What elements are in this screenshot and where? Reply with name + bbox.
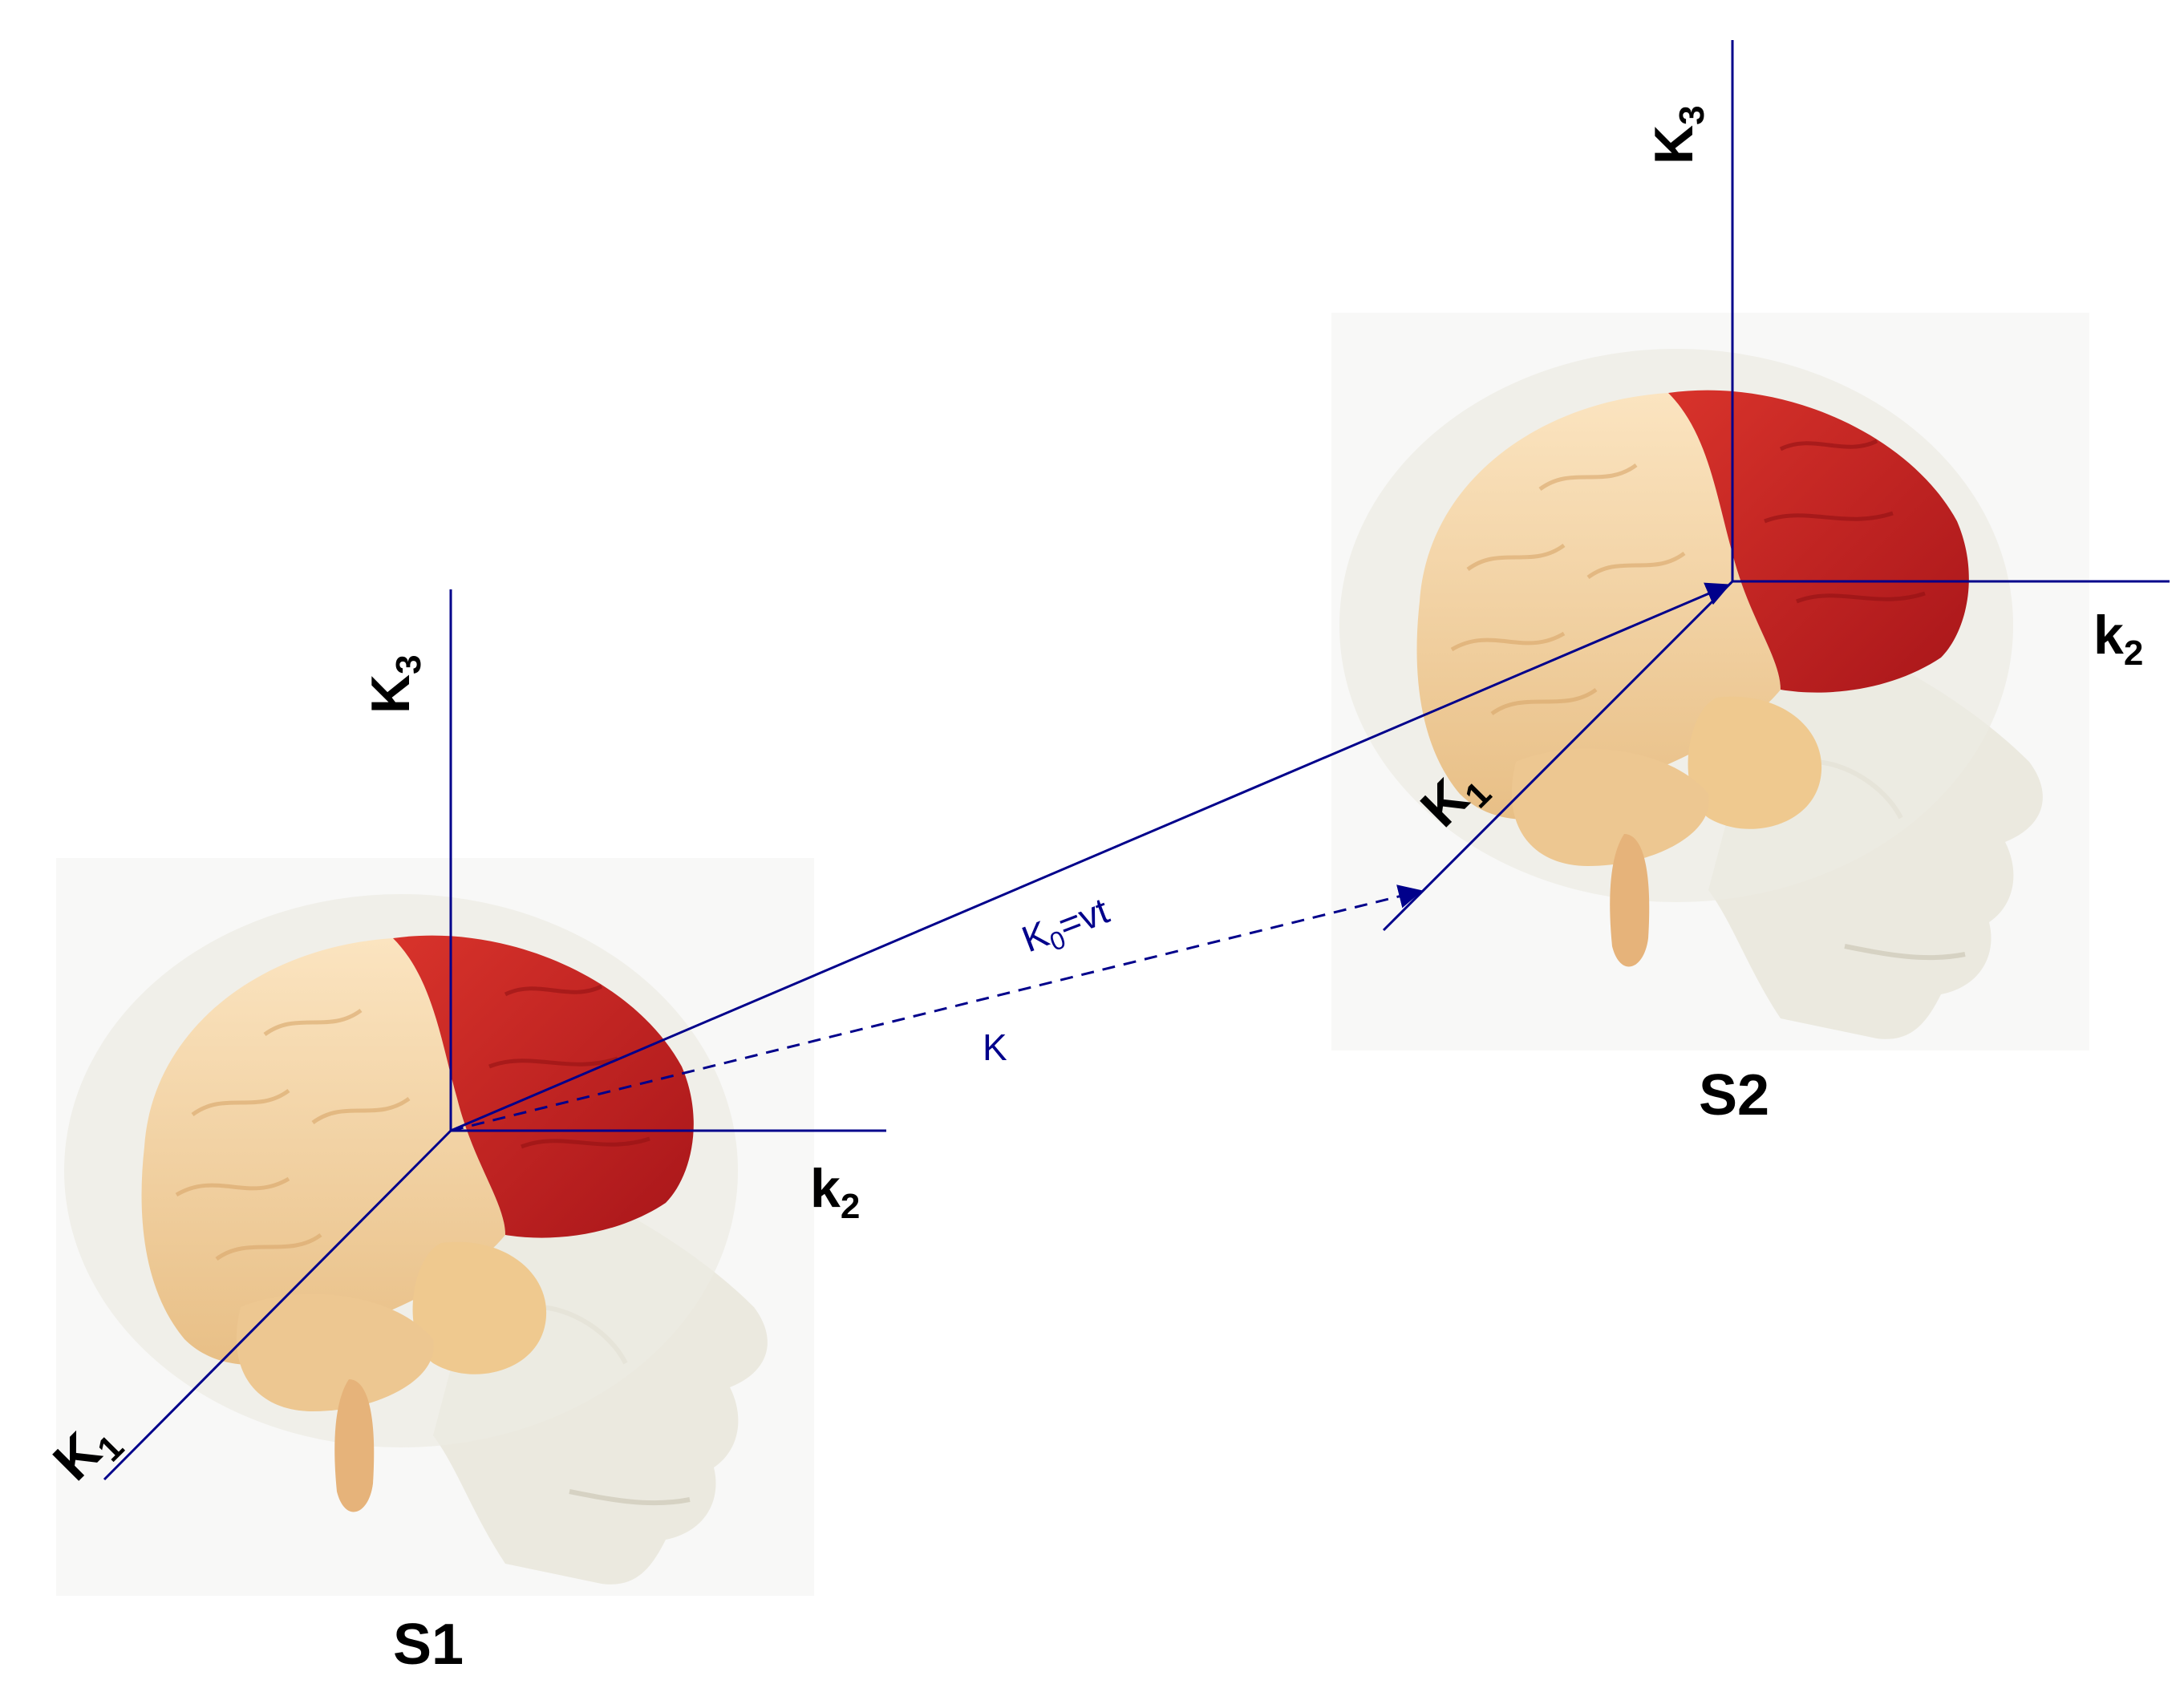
s2-frame-label: S2 bbox=[1699, 1063, 1769, 1127]
s2-axes bbox=[1382, 40, 2170, 932]
s1-frame-label: S1 bbox=[393, 1613, 464, 1677]
s1-axis-k1 bbox=[103, 1129, 452, 1481]
s1-k3-label: K3 bbox=[360, 654, 428, 714]
s2-k3-label: K3 bbox=[1643, 105, 1712, 164]
s2-k2-label: k2 bbox=[2093, 605, 2143, 673]
k-vector-label: K bbox=[983, 1026, 1007, 1068]
k0-vector-label: K0=vt bbox=[1016, 889, 1116, 965]
k-vector bbox=[450, 884, 1423, 1132]
s1-axes bbox=[103, 589, 886, 1481]
s2-head-illustration bbox=[1331, 313, 2089, 1050]
s1-head-illustration bbox=[56, 858, 814, 1596]
s2-axis-k1 bbox=[1382, 580, 1734, 932]
k0-vector bbox=[450, 582, 1731, 1132]
s1-k2-label: k2 bbox=[810, 1158, 860, 1226]
